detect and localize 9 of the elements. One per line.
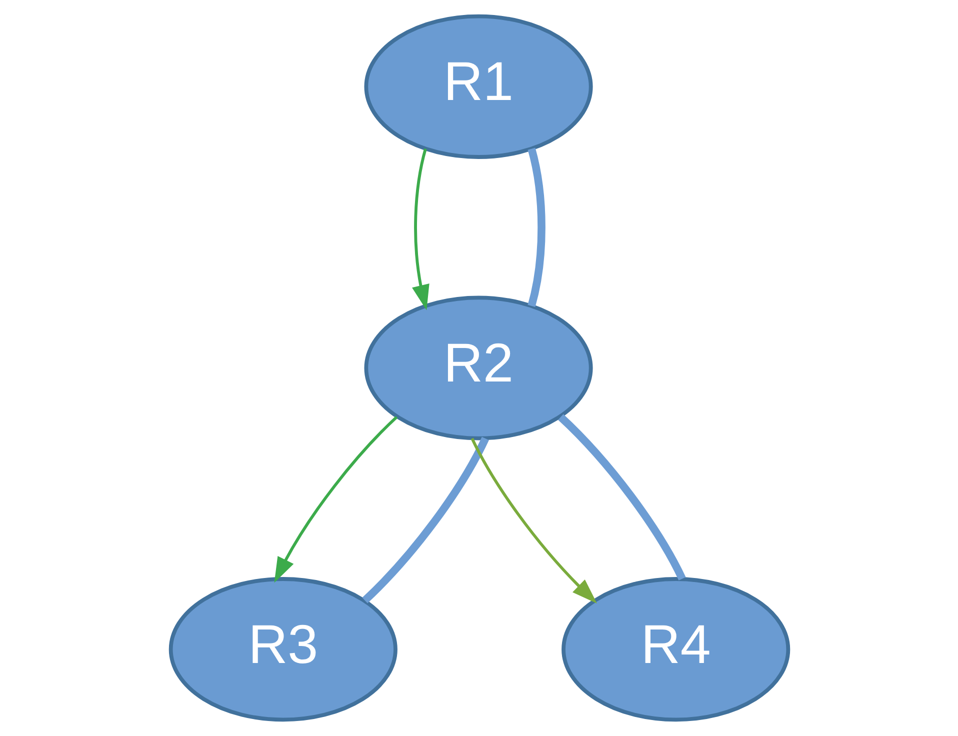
connector	[527, 148, 545, 307]
node-ellipse: R2	[364, 296, 592, 440]
node-ellipse: R1	[364, 14, 592, 159]
arrow	[274, 416, 398, 583]
arrow	[470, 438, 596, 604]
connector	[558, 414, 686, 580]
node-ellipse: R3	[168, 577, 397, 722]
connector	[362, 436, 488, 604]
arrow	[412, 148, 429, 310]
